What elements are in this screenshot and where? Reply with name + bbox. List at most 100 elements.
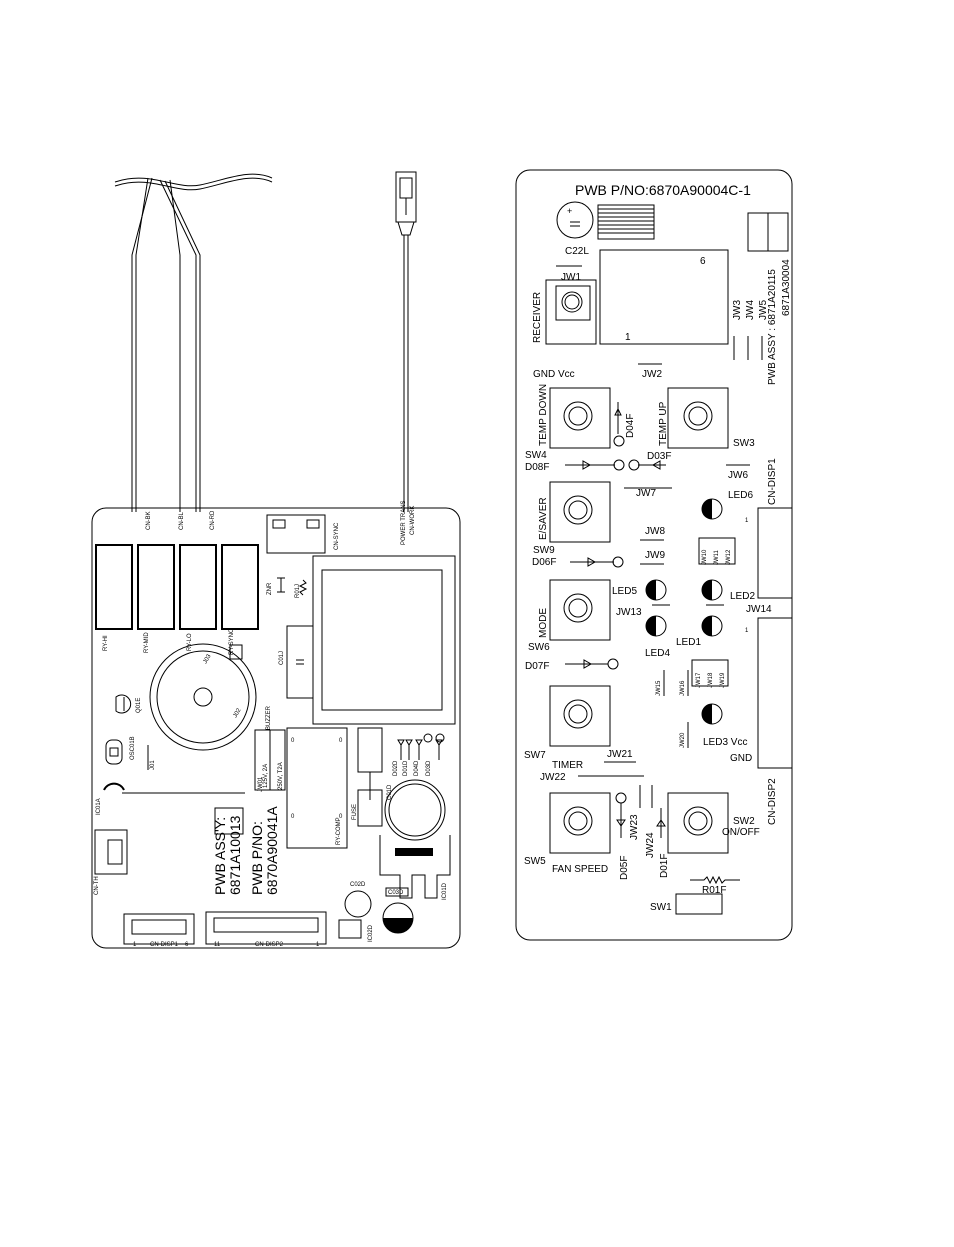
mode-label: MODE xyxy=(538,608,549,638)
sw6-label: SW6 xyxy=(528,642,550,653)
diode-group: D02D D01D D04D D03D xyxy=(393,733,445,776)
left-assy-line-1: PWB ASS'Y: xyxy=(212,817,228,895)
sw5-label: SW5 xyxy=(524,856,546,867)
jw17-label: JW17 xyxy=(696,672,702,688)
fuse-rating-125v: 125V, 2A xyxy=(263,764,269,788)
jw18-label: JW18 xyxy=(708,672,714,688)
cn-sync-label: CN-SYNC xyxy=(334,522,340,550)
jw8-label: JW8 xyxy=(645,526,665,537)
receiver-label: RECEIVER xyxy=(532,292,543,343)
jw14-label: JW14 xyxy=(746,604,772,615)
jw9-label: JW9 xyxy=(645,550,665,561)
left-assy-line-4: 6870A90041A xyxy=(264,806,280,895)
jw16-label: JW16 xyxy=(680,680,686,696)
ic01a-label: IC01A xyxy=(96,798,102,815)
wire-label-bl: CN-BL xyxy=(179,511,185,530)
wire-label-rd: CN-RD xyxy=(210,510,216,530)
led6-label: LED6 xyxy=(728,490,753,501)
jw13-label: JW13 xyxy=(616,607,642,618)
relay-label-lo: RY-LO xyxy=(187,633,193,651)
ic-pin-1: 1 xyxy=(625,332,631,343)
d01f-label: D01F xyxy=(659,854,670,878)
led5-label: LED5 xyxy=(612,586,637,597)
temp-down-label: TEMP DOWN xyxy=(538,384,549,446)
jw20-label: JW20 xyxy=(680,732,686,748)
fuse-rating-250v: 250V, T2A xyxy=(278,762,284,790)
wire-label-work: CN-WORK xyxy=(410,506,416,535)
led1-label: LED1 xyxy=(676,637,701,648)
jw01-label: JW01 xyxy=(258,776,264,792)
jw5-label: JW5 xyxy=(758,300,769,320)
jw1-label: JW1 xyxy=(561,272,581,283)
d04f-label: D04F xyxy=(625,414,636,438)
sw3-label: SW3 xyxy=(733,438,755,449)
jw15-label: JW15 xyxy=(656,680,662,696)
svg-text:0: 0 xyxy=(339,814,343,820)
cn-disp1-pin-6: 6 xyxy=(185,942,189,948)
sw1-label: SW1 xyxy=(650,902,672,913)
relay-label-mid: RY-MID xyxy=(144,632,150,653)
svg-text:0: 0 xyxy=(291,814,295,820)
cn-disp1-label-left: CN-DISP1 xyxy=(150,942,179,948)
cn-disp2-pin-11: 11 xyxy=(214,942,221,948)
sw2-label: SW2 xyxy=(733,816,755,827)
wire-label-bk: CN-BK xyxy=(146,511,152,530)
d05f-label: D05F xyxy=(619,856,630,880)
cn-disp2-label-right: CN-DISP2 xyxy=(767,778,778,825)
jw4-label: JW4 xyxy=(745,300,756,320)
c22l-label: C22L xyxy=(565,246,589,257)
c01d-label: C01D xyxy=(387,784,393,800)
c02d-label: C02D xyxy=(350,882,366,888)
lead-wires xyxy=(114,173,273,512)
svg-text:0: 0 xyxy=(339,738,343,744)
relay-label-hi: RY-HI xyxy=(103,635,109,651)
diode-label-4: D03D xyxy=(426,760,432,776)
cn-disp1-label-right: CN-DISP1 xyxy=(767,458,778,505)
jw22-label: JW22 xyxy=(540,772,566,783)
right-assy-vertical: PWB ASSY : 6871A20115 xyxy=(767,269,778,385)
jw7-label: JW7 xyxy=(636,488,656,499)
ry-comp-label: RY-COMP xyxy=(336,817,342,845)
relay-row: RY-HI RY-MID RY-LO RY-SYNC xyxy=(95,544,259,655)
jw6-label: JW6 xyxy=(728,470,748,481)
left-board: CN-BK CN-BL CN-RD CN-WORK CN-SYNC POWER … xyxy=(91,500,461,949)
ic-pin-6: 6 xyxy=(700,256,706,267)
d08f-label: D08F xyxy=(525,462,549,473)
c03d-label: C03D xyxy=(388,890,404,896)
jw21-label: JW21 xyxy=(607,749,633,760)
e-saver-label: E/SAVER xyxy=(538,497,549,540)
cn-th-label: CN-TH xyxy=(94,876,100,895)
ic01d-label: IC01D xyxy=(442,882,448,900)
r01j-label: R01J xyxy=(295,584,301,598)
c01j-label: C01J xyxy=(279,651,285,665)
svg-text:+: + xyxy=(567,206,572,216)
jw10-label: JW10 xyxy=(702,549,708,565)
j02-label: J02 xyxy=(233,707,243,719)
jw23-label: JW23 xyxy=(629,814,640,840)
led4-label: LED4 xyxy=(645,648,670,659)
cn-disp1-pin-1: 1 xyxy=(133,942,137,948)
jw3-label: JW3 xyxy=(732,300,743,320)
fuse-label: FUSE xyxy=(352,804,358,820)
right-assy-vertical-2: 6871A30004 xyxy=(781,259,792,316)
j03-label: J03 xyxy=(203,653,213,665)
led2-label: LED2 xyxy=(730,591,755,602)
diode-label-1: D02D xyxy=(393,760,399,776)
d03f-label: D03F xyxy=(647,451,671,462)
cn-disp2-label-left: CN-DISP2 xyxy=(255,942,284,948)
jw24-label: JW24 xyxy=(645,832,656,858)
j01-label: J01 xyxy=(150,760,156,770)
faston-terminal xyxy=(395,171,417,512)
sw7-label: SW7 xyxy=(524,750,546,761)
diode-label-2: D01D xyxy=(403,760,409,776)
cn-disp2-pin-1-right: 1 xyxy=(745,628,749,634)
jw19-label: JW19 xyxy=(720,672,726,688)
cn-disp2-pin-1: 1 xyxy=(316,942,320,948)
q01e-label: Q01E xyxy=(136,698,142,713)
znr-label: ZNR xyxy=(267,582,273,595)
gnd-label: GND xyxy=(730,753,752,764)
timer-label: TIMER xyxy=(552,760,583,771)
on-off-label: ON/OFF xyxy=(722,827,760,838)
left-assy-line-2: 6871A10013 xyxy=(227,815,243,895)
